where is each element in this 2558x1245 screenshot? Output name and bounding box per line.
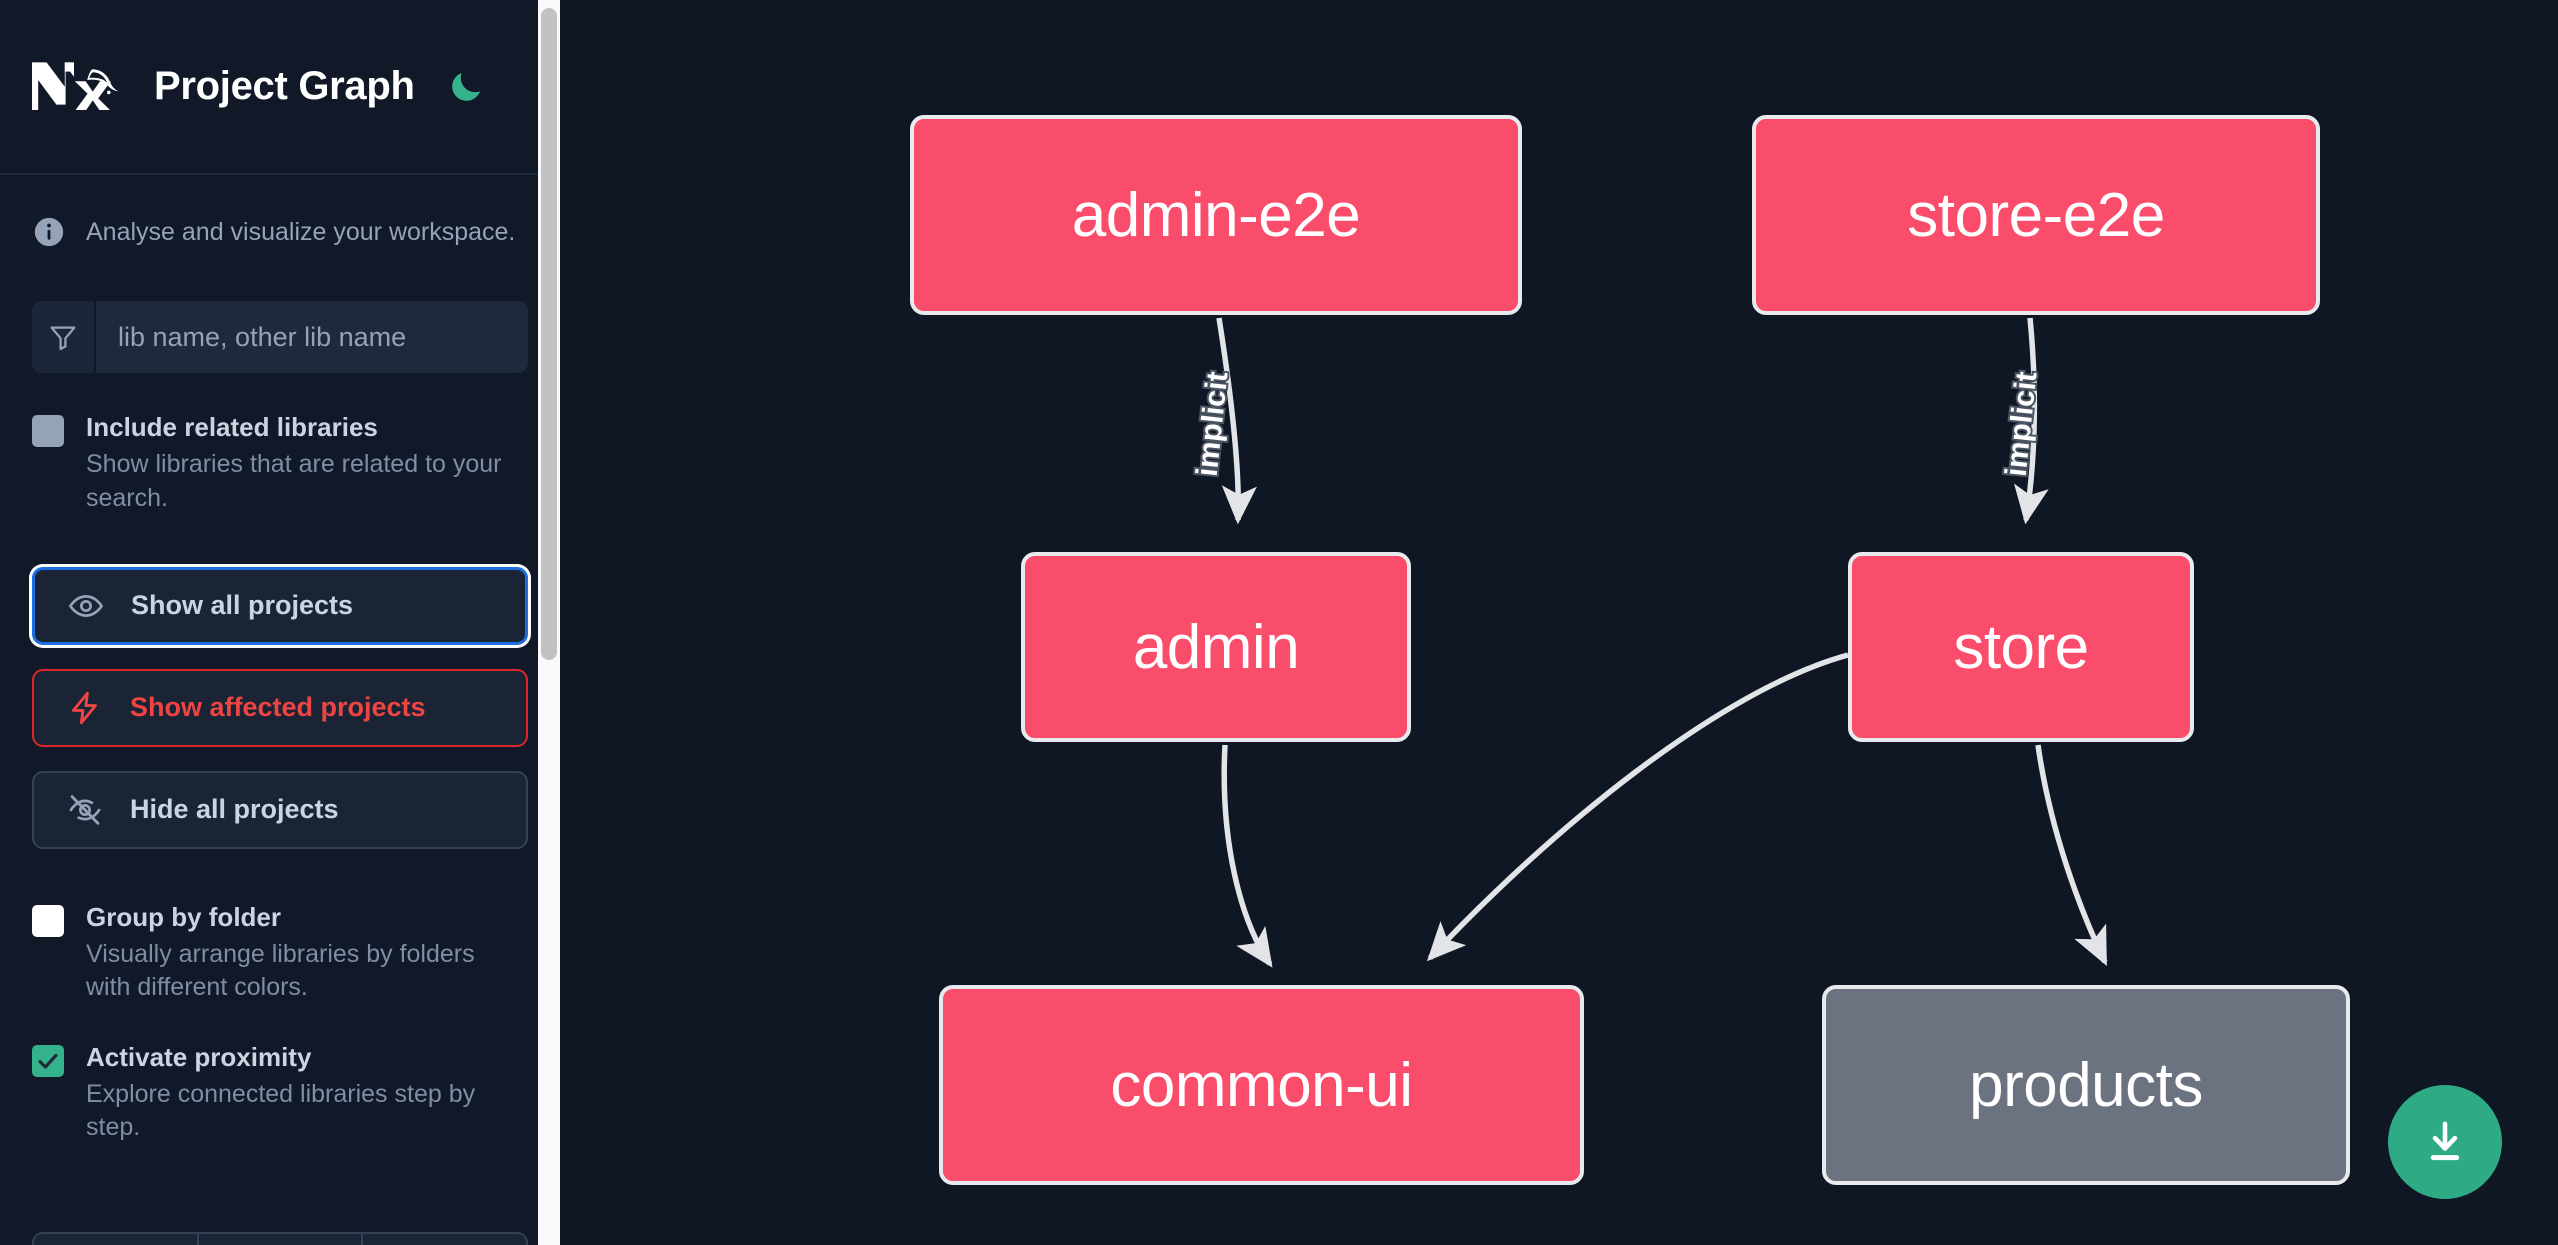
graph-node-label: store-e2e [1907,180,2165,250]
graph-node-label: store [1953,612,2089,682]
proximity-segment-1[interactable] [34,1234,199,1245]
graph-node-label: common-ui [1110,1050,1413,1120]
graph-node-store[interactable]: store [1848,552,2194,742]
eye-off-icon [66,791,104,829]
edge-label-implicit-store: implicit [2000,370,2044,478]
activate-proximity-label: Activate proximity [86,1041,312,1072]
info-icon [32,215,66,249]
group-by-folder-checkbox[interactable] [32,904,64,937]
group-by-folder-label: Group by folder [86,901,281,932]
proximity-segmented-control[interactable] [32,1232,528,1245]
checkbox-row-activate-proximity[interactable]: Activate proximity Explore connected lib… [0,1041,560,1145]
activate-proximity-checkbox[interactable] [32,1044,64,1077]
sidebar: Project Graph Analyse and visualize your… [0,0,560,1245]
hide-all-projects-label: Hide all projects [130,794,339,825]
graph-node-label: admin [1132,612,1300,682]
eye-icon [67,587,105,625]
sidebar-scrollbar[interactable] [538,0,560,1245]
include-related-libraries-label: Include related libraries [86,412,378,442]
graph-node-store-e2e[interactable]: store-e2e [1752,115,2320,315]
download-icon [2430,1121,2460,1161]
graph-canvas[interactable]: implicit implicit admin-e2e store-e2e ad… [560,0,2558,1245]
edge-label-implicit-admin: implicit [1191,370,1235,478]
checkbox-row-group-by-folder[interactable]: Group by folder Visually arrange librari… [0,901,560,1005]
activate-proximity-description: Explore connected libraries step by step… [86,1079,476,1142]
graph-edges: implicit implicit [1189,317,2108,968]
hide-all-projects-button[interactable]: Hide all projects [32,770,528,849]
nx-logo-icon [32,56,124,118]
show-affected-projects-button[interactable]: Show affected projects [32,668,528,747]
download-button[interactable] [2388,1085,2502,1199]
include-related-libraries-checkbox[interactable] [32,415,64,447]
proximity-segment-2[interactable] [198,1234,364,1245]
graph-node-admin[interactable]: admin [1021,552,1411,742]
proximity-segment-3[interactable] [363,1234,526,1245]
sidebar-header: Project Graph [0,0,560,175]
show-all-projects-button[interactable]: Show all projects [32,566,528,645]
show-all-projects-label: Show all projects [131,590,354,621]
edge-store-e2e-to-store [2014,317,2049,525]
graph-node-label: products [1969,1050,2203,1120]
search-input[interactable] [96,301,528,373]
graph-node-label: admin-e2e [1071,180,1361,250]
group-by-folder-description: Visually arrange libraries by folders wi… [86,940,475,1002]
show-affected-projects-label: Show affected projects [130,692,426,723]
graph-node-common-ui[interactable]: common-ui [939,985,1584,1185]
sidebar-info-row: Analyse and visualize your workspace. [0,175,560,249]
edge-store-to-common-ui [1426,652,1849,962]
graph-node-admin-e2e[interactable]: admin-e2e [910,115,1522,315]
edge-admin-e2e-to-admin [1216,317,1257,525]
lightning-icon [66,689,104,727]
edge-admin-to-common-ui [1221,744,1273,968]
page-title: Project Graph [154,64,415,108]
sidebar-scrollbar-thumb[interactable] [541,8,557,660]
checkbox-row-include-related-libraries[interactable]: Include related libraries Show libraries… [0,411,560,515]
filter-icon [32,301,96,373]
moon-icon[interactable] [443,64,489,110]
sidebar-info-text: Analyse and visualize your workspace. [86,217,516,246]
edge-store-to-products [2035,744,2108,966]
graph-node-products[interactable]: products [1822,985,2350,1185]
filter-search-row [32,301,528,373]
include-related-libraries-description: Show libraries that are related to your … [86,450,502,512]
